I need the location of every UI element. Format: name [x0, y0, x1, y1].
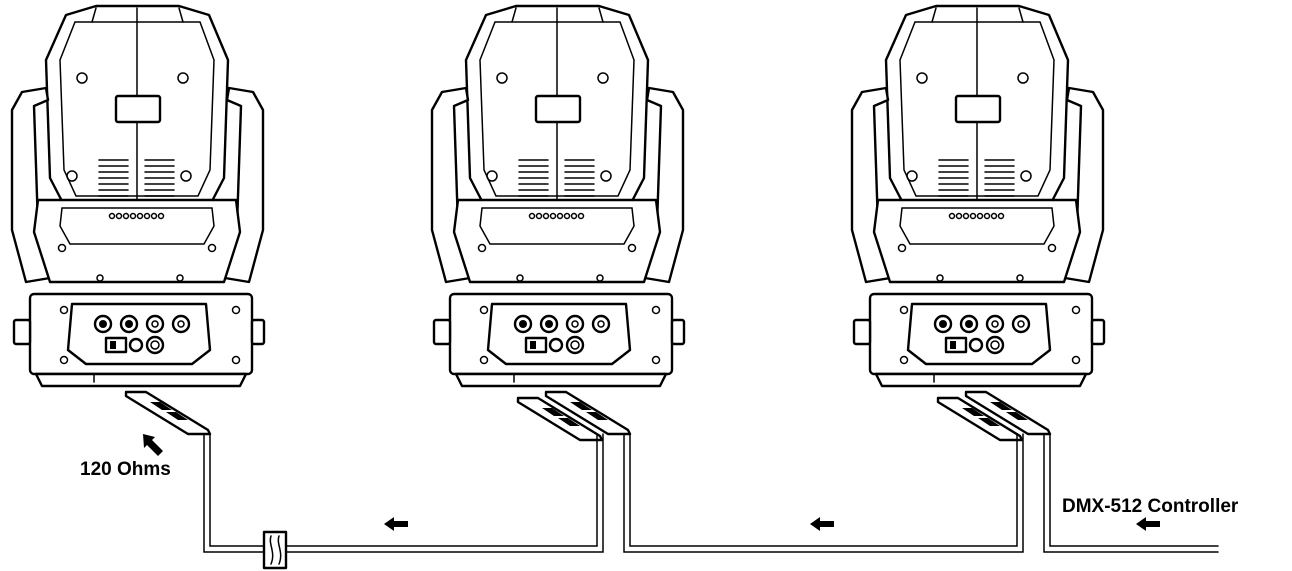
cable-2 — [623, 433, 1024, 553]
cable-3 — [1043, 433, 1219, 553]
cable-break-icon — [262, 530, 288, 570]
signal-arrow-1-icon — [384, 517, 408, 531]
cable-1 — [203, 433, 604, 553]
controller-label: DMX-512 Controller — [1062, 496, 1239, 517]
terminator-label: 120 Ohms — [80, 459, 171, 480]
terminator-plug — [124, 390, 212, 436]
fixture-1 — [10, 4, 266, 388]
fixture-3 — [850, 4, 1106, 388]
terminator-pointer-icon — [143, 434, 163, 456]
signal-arrow-2-icon — [810, 517, 834, 531]
signal-arrow-3-icon — [1136, 517, 1160, 531]
fixture-2 — [430, 4, 686, 388]
